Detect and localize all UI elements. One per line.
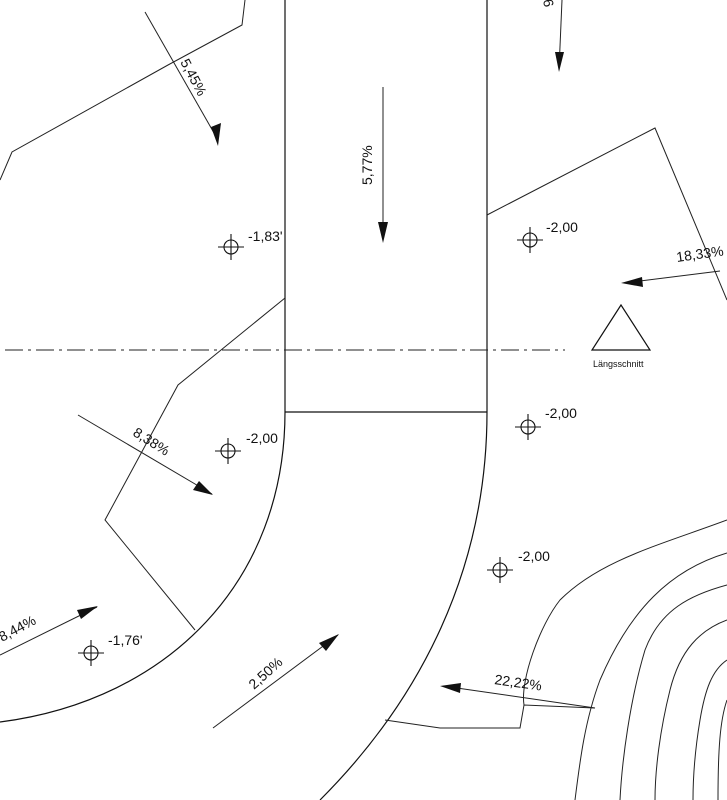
slope-label: 8,44%: [0, 612, 38, 645]
boundary-bottom-center: [384, 704, 596, 729]
boundary-left-middle: [104, 297, 286, 631]
slope-label: 6: [540, 0, 557, 8]
boundary-top-left: [0, 0, 246, 181]
elevation-point-icon: [517, 227, 543, 253]
slope-label: 8,38%: [130, 424, 172, 459]
slope-labels: 5,45% 5,77% 6 18,33% 8,38% 8,44% 2,50% 2…: [0, 0, 724, 694]
elevation-label: -1,76': [108, 632, 143, 648]
elevation-label: -2,00: [246, 430, 278, 446]
slope-label: 22,22%: [494, 671, 543, 693]
elevation-point-icon: [78, 640, 104, 666]
elevation-point-icon: [487, 557, 513, 583]
slope-label: 18,33%: [675, 243, 724, 265]
slope-arrows: [0, 0, 721, 729]
slope-label: 5,77%: [359, 145, 375, 185]
section-triangle-icon: [590, 303, 652, 351]
road-curves: [0, 411, 488, 800]
elevation-label: -2,00: [518, 548, 550, 564]
elevation-point-icon: [218, 234, 244, 260]
elevation-point-icon: [215, 438, 241, 464]
elevation-label: -2,00: [546, 219, 578, 235]
elevation-label: -2,00: [545, 405, 577, 421]
section-label: Längsschnitt: [593, 359, 644, 369]
elevation-markers: -1,83' -2,00 -2,00 -2,00 -2,00 -1,76': [78, 219, 578, 666]
slope-label: 2,50%: [245, 654, 285, 692]
contour-lines-bottom-right: [522, 519, 727, 800]
road-corridor: [284, 0, 488, 413]
elevation-label: -1,83': [248, 228, 283, 244]
elevation-point-icon: [515, 414, 541, 440]
boundary-top-right: [486, 127, 727, 301]
